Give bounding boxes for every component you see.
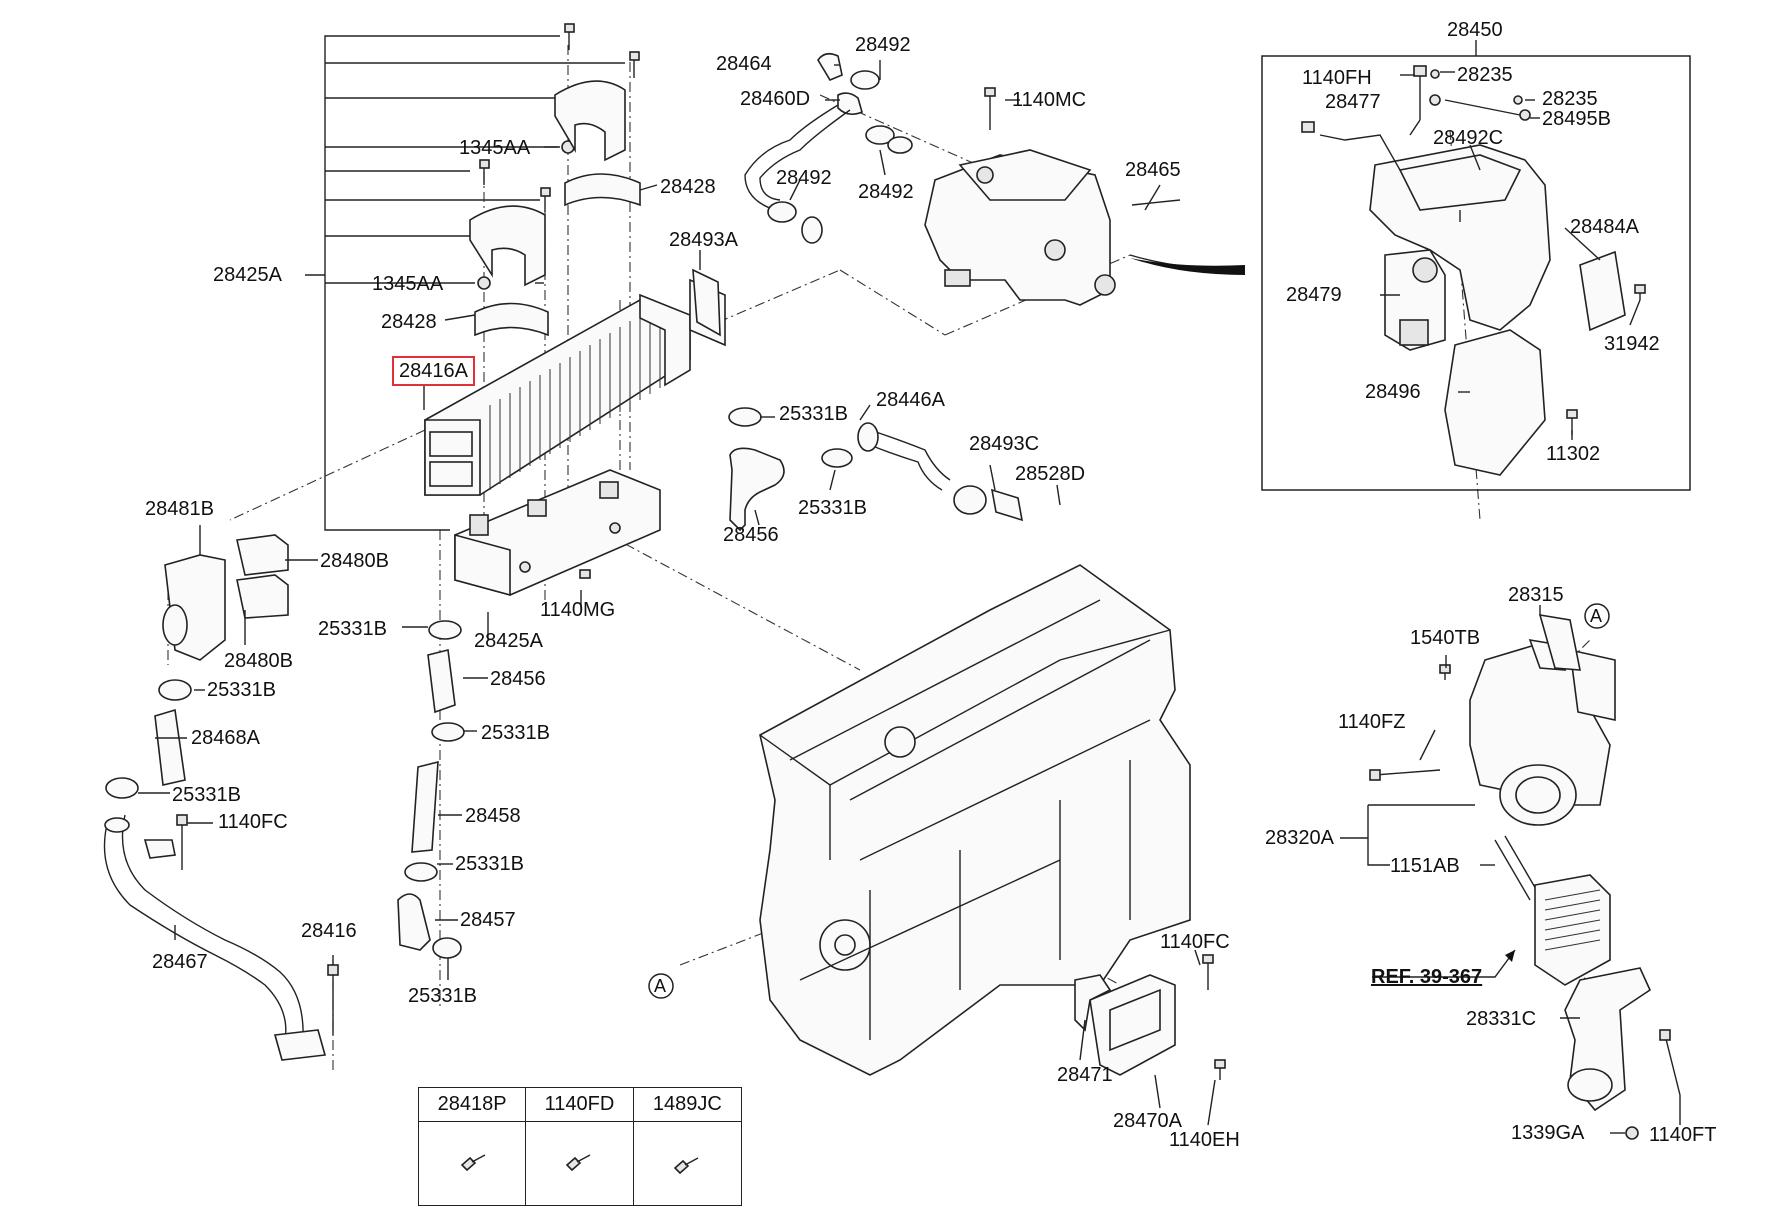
part-28446a-label[interactable]: 28446A (876, 389, 945, 411)
part-28492c-label[interactable]: 28492C (1433, 127, 1504, 149)
part-1151ab-label[interactable]: 1151AB (1390, 855, 1460, 877)
part-1345aa-label[interactable]: 1345AA (372, 273, 444, 295)
part-28465-label[interactable]: 28465 (1125, 159, 1181, 181)
part-28495b-label[interactable]: 28495B (1542, 108, 1611, 130)
egr-cooler (424, 278, 726, 496)
part-25331b-label[interactable]: 25331B (779, 403, 848, 425)
stack-bracket-lines (305, 35, 625, 531)
part-28235-label[interactable]: 28235 (1457, 64, 1513, 86)
table-header-1489jc[interactable]: 1489JC (633, 1088, 741, 1122)
part-1140fh-label[interactable]: 1140FH (1302, 67, 1372, 89)
part-25331b-label[interactable]: 25331B (318, 618, 387, 640)
heat-shields (469, 80, 641, 337)
part-1140fc-label[interactable]: 1140FC (1160, 931, 1230, 953)
hoses-and-clamps (105, 407, 853, 959)
marker-a: A (1590, 606, 1603, 626)
part-28484a-label[interactable]: 28484A (1570, 216, 1639, 238)
table-cell-bolt-28418p (419, 1122, 527, 1205)
marker-a: A (654, 976, 667, 996)
part-28428-label[interactable]: 28428 (660, 176, 716, 198)
table-cell-bolt-1489jc (634, 1122, 741, 1205)
part-28315-label[interactable]: 28315 (1508, 584, 1564, 606)
assembly-28320a (1369, 614, 1681, 1140)
housing-28481b (162, 534, 289, 661)
part-28468a-label[interactable]: 28468A (191, 727, 260, 749)
inset-box-28450 (1261, 40, 1691, 491)
part-28450-label[interactable]: 28450 (1447, 19, 1503, 41)
callout-leaders (138, 60, 1681, 1134)
part-28467-label[interactable]: 28467 (152, 951, 208, 973)
part-28481b-label[interactable]: 28481B (145, 498, 214, 520)
bolt-1140mg (579, 569, 591, 579)
part-28493c-label[interactable]: 28493C (969, 433, 1040, 455)
part-28416a-label[interactable]: 28416A (392, 356, 475, 386)
part-28464-label[interactable]: 28464 (716, 53, 772, 75)
part-28477-label[interactable]: 28477 (1325, 91, 1381, 113)
part-1540tb-label[interactable]: 1540TB (1410, 627, 1481, 649)
ref-39-367-label[interactable]: REF. 39-367 (1371, 966, 1483, 988)
part-28331c-label[interactable]: 28331C (1466, 1008, 1537, 1030)
table-cell-bolt-1140fd (526, 1122, 634, 1205)
part-28492-label[interactable]: 28492 (858, 181, 914, 203)
part-28456-label[interactable]: 28456 (723, 524, 779, 546)
part-1339ga-label[interactable]: 1339GA (1511, 1122, 1585, 1144)
part-28425a-label[interactable]: 28425A (474, 630, 543, 652)
part-25331b-label[interactable]: 25331B (798, 497, 867, 519)
part-1140ft-label[interactable]: 1140FT (1649, 1124, 1717, 1146)
part-1140fc-label[interactable]: 1140FC (218, 811, 288, 833)
cooler-bracket (454, 469, 661, 597)
pipe-28446a (857, 422, 1024, 522)
egr-valve-housing (924, 87, 1246, 306)
part-28492-label[interactable]: 28492 (776, 167, 832, 189)
part-28496-label[interactable]: 28496 (1365, 381, 1421, 403)
part-25331b-label[interactable]: 25331B (172, 784, 241, 806)
part-31942-label[interactable]: 31942 (1604, 333, 1660, 355)
part-28460d-label[interactable]: 28460D (740, 88, 811, 110)
part-1140eh-label[interactable]: 1140EH (1169, 1129, 1240, 1151)
part-1345aa-label[interactable]: 1345AA (459, 137, 531, 159)
part-11302-label[interactable]: 11302 (1546, 443, 1601, 465)
part-28457-label[interactable]: 28457 (460, 909, 516, 931)
part-28493a-label[interactable]: 28493A (669, 229, 738, 251)
table-header-1140fd[interactable]: 1140FD (526, 1088, 634, 1122)
fastener-table: 28418P 1140FD 1489JC (418, 1087, 742, 1206)
part-28425a-label[interactable]: 28425A (213, 264, 282, 286)
part-28235-label[interactable]: 28235 (1542, 88, 1598, 110)
marker-a-circle-1 (1584, 603, 1610, 629)
table-header-28418p[interactable]: 28418P (419, 1088, 527, 1122)
part-1140mg-label[interactable]: 1140MG (540, 599, 616, 621)
part-25331b-label[interactable]: 25331B (481, 722, 550, 744)
part-28480b-label[interactable]: 28480B (224, 650, 293, 672)
part-28470a-label[interactable]: 28470A (1113, 1110, 1182, 1132)
part-28428-label[interactable]: 28428 (381, 311, 437, 333)
egr-pipes-top (744, 52, 913, 244)
part-28456-label[interactable]: 28456 (490, 668, 546, 690)
tube-28467 (103, 814, 339, 1061)
part-28471-label[interactable]: 28471 (1057, 1064, 1113, 1086)
part-28479-label[interactable]: 28479 (1286, 284, 1342, 306)
stack-bolts (477, 23, 640, 290)
sensor-28470a (1074, 954, 1226, 1080)
part-28416-label[interactable]: 28416 (301, 920, 357, 942)
part-28458-label[interactable]: 28458 (465, 805, 521, 827)
part-28492-label[interactable]: 28492 (855, 34, 911, 56)
gasket-28493a (692, 268, 721, 337)
engine-block (759, 564, 1191, 1076)
part-1140fz-label[interactable]: 1140FZ (1338, 711, 1406, 733)
part-28320a-label[interactable]: 28320A (1265, 827, 1334, 849)
part-28480b-label[interactable]: 28480B (320, 550, 389, 572)
part-25331b-label[interactable]: 25331B (207, 679, 276, 701)
part-25331b-label[interactable]: 25331B (408, 985, 477, 1007)
part-1140mc-label[interactable]: 1140MC (1012, 89, 1087, 111)
marker-a-circle-2 (648, 973, 674, 999)
table-bolts (460, 1154, 699, 1175)
part-25331b-label[interactable]: 25331B (455, 853, 524, 875)
part-28528d-label[interactable]: 28528D (1015, 463, 1086, 485)
